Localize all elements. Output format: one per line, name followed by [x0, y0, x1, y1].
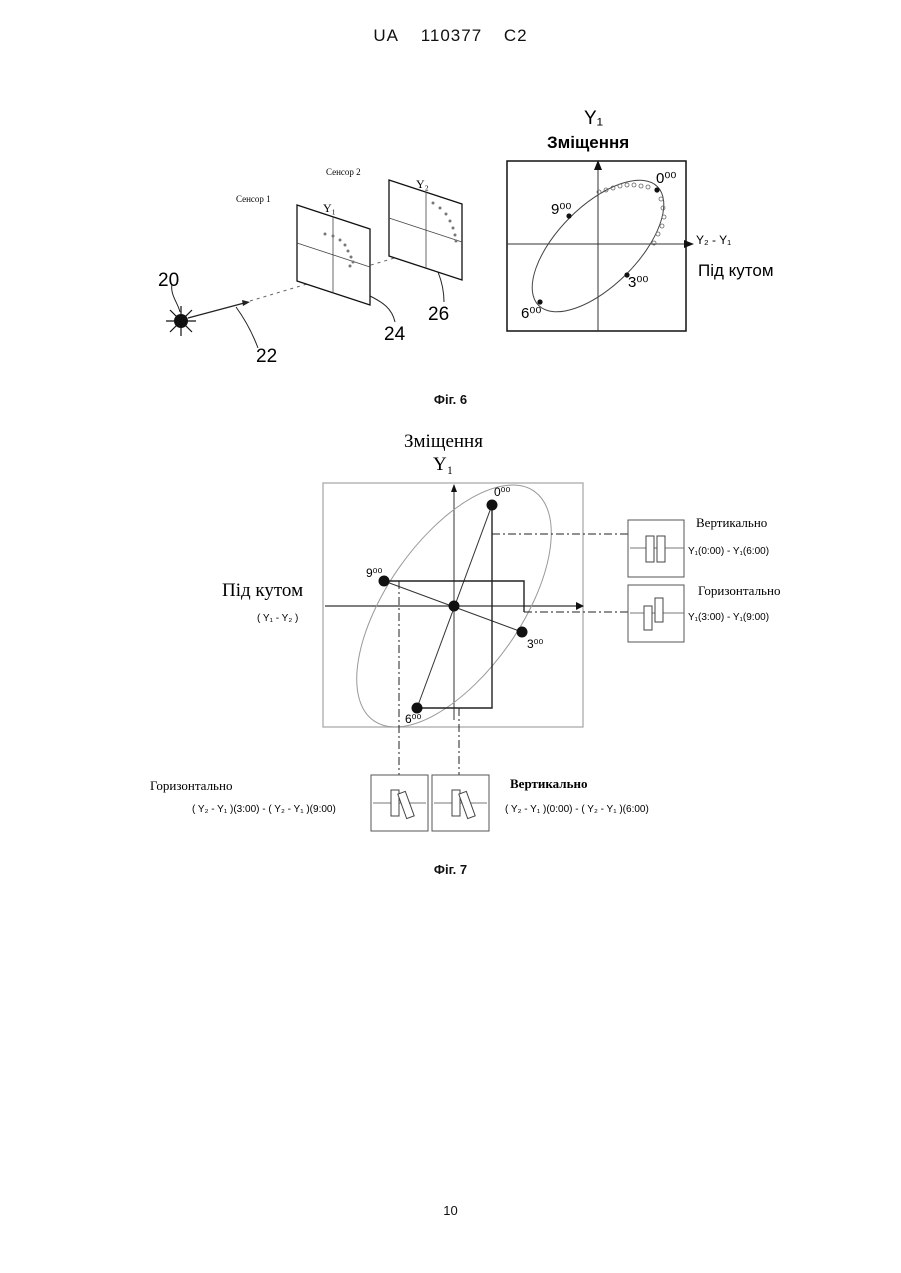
- fig7-caption: Фіг. 7: [0, 862, 901, 877]
- right-top-formula: Y₁(0:00) - Y₁(6:00): [688, 546, 769, 557]
- right-top-label: Вертикально: [696, 515, 767, 530]
- fig7-point-0: 0⁰⁰: [494, 485, 510, 499]
- fig7-drawing: Зміщення Y₁ Під кутом ( Y₁ - Y₂ ) 0⁰⁰ 3⁰…: [0, 420, 901, 865]
- page-number: 10: [0, 1203, 901, 1218]
- fig6-y-subtitle: Зміщення: [547, 133, 629, 152]
- fig7-point-3: 3⁰⁰: [527, 637, 543, 651]
- light-source-icon: [166, 306, 196, 336]
- ref-22: 22: [256, 346, 277, 367]
- gauge-horizontal-bottom: [371, 775, 428, 831]
- ref-24: 24: [384, 324, 406, 345]
- sensor2-panel: [389, 180, 462, 280]
- fig6-point-0: 0⁰⁰: [656, 170, 676, 187]
- bottom-right-label: Вертикально: [510, 776, 587, 791]
- fig6-drawing: Сенсор 1 Сенсор 2 Y₁ Y₂ 20 22 24 26 Y₁ З…: [0, 0, 901, 420]
- gauge-vertical-right: [628, 520, 684, 577]
- fig7-y-subtitle: Зміщення: [404, 431, 483, 452]
- fig6-caption: Фіг. 6: [0, 392, 901, 407]
- bottom-right-formula: ( Y₂ - Y₁ )(0:00) - ( Y₂ - Y₁ )(6:00): [505, 804, 649, 815]
- fig7-x-formula: ( Y₁ - Y₂ ): [257, 613, 298, 624]
- bottom-left-formula: ( Y₂ - Y₁ )(3:00) - ( Y₂ - Y₁ )(9:00): [192, 804, 336, 815]
- ref-26: 26: [428, 304, 449, 325]
- ref22-leader: [236, 307, 258, 348]
- beam-arrow-icon: [242, 300, 250, 306]
- right-bottom-formula: Y₁(3:00) - Y₁(9:00): [688, 612, 769, 623]
- fig6-x-subtitle: Під кутом: [698, 261, 774, 280]
- fig7-x-title: Під кутом: [222, 580, 303, 601]
- fig7-point-6: 6⁰⁰: [405, 712, 421, 726]
- fig6-x-title: Y₂ - Y₁: [696, 233, 731, 247]
- fig6-point-6: 6⁰⁰: [521, 305, 541, 322]
- sensor1-axis-label: Y₁: [323, 201, 336, 215]
- beam-solid: [188, 302, 248, 318]
- fig6-y-title: Y₁: [584, 108, 603, 129]
- bottom-left-label: Горизонтально: [150, 778, 232, 793]
- sensor2-axis-label: Y₂: [416, 177, 429, 191]
- sensor2-label: Сенсор 2: [326, 167, 361, 177]
- ref24-leader: [370, 296, 395, 322]
- fig7-point-9: 9⁰⁰: [366, 566, 382, 580]
- fig6-point-3: 3⁰⁰: [628, 274, 648, 291]
- fig6-point-9: 9⁰⁰: [551, 201, 571, 218]
- sensor1-panel: [297, 205, 370, 305]
- ref-20: 20: [158, 270, 179, 291]
- ref26-leader: [438, 272, 444, 302]
- gauge-vertical-bottom: [432, 775, 489, 831]
- sensor1-label: Сенсор 1: [236, 194, 271, 204]
- right-bottom-label: Горизонтально: [698, 583, 780, 598]
- gauge-horizontal-right: [628, 585, 684, 642]
- fig7-y-title: Y₁: [433, 454, 453, 475]
